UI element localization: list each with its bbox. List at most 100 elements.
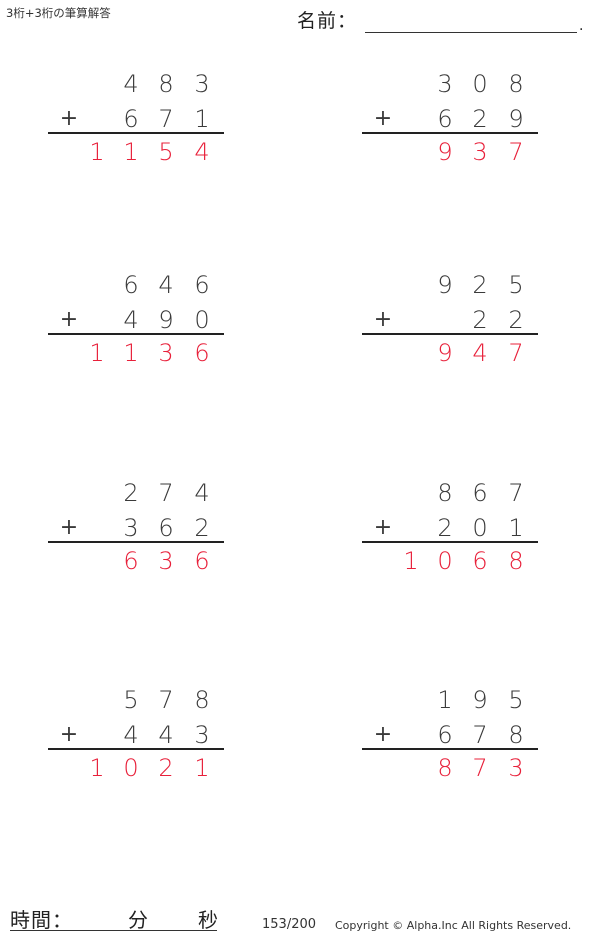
digit: 5 [508,271,524,299]
digit: 6 [472,479,488,507]
sum-rule [48,748,224,750]
digit: 4 [158,721,174,749]
name-input-line[interactable] [365,12,578,33]
digit: 5 [123,686,139,714]
answer-digit: 3 [472,138,488,166]
plus-operator: + [373,106,393,131]
digit: 6 [194,271,210,299]
sum-rule [48,333,224,335]
digit: 8 [508,721,524,749]
sum-rule [48,541,224,543]
answer-digit: 1 [89,138,105,166]
digit: 4 [123,306,139,334]
answer-digit: 3 [158,339,174,367]
plus-operator: + [59,515,79,540]
answer-digit: 6 [472,547,488,575]
plus-operator: + [59,307,79,332]
seconds-label: 秒 [198,908,218,932]
digit: 3 [437,70,453,98]
digit: 5 [508,686,524,714]
answer-digit: 0 [123,754,139,782]
sum-rule [48,132,224,134]
digit: 8 [158,70,174,98]
answer-digit: 6 [194,339,210,367]
worksheet-title: 3桁+3桁の筆算解答 [6,6,111,20]
digit: 4 [158,271,174,299]
time-field: 時間： 分 秒 [10,904,218,932]
digit: 0 [194,306,210,334]
answer-digit: 7 [472,754,488,782]
answer-digit: 1 [89,339,105,367]
digit: 2 [437,514,453,542]
digit: 2 [472,105,488,133]
answer-digit: 0 [437,547,453,575]
digit: 2 [194,514,210,542]
answer-digit: 5 [158,138,174,166]
answer-digit: 7 [508,339,524,367]
plus-operator: + [59,722,79,747]
digit: 0 [472,70,488,98]
name-label: 名前： [297,10,358,32]
sum-rule [362,748,538,750]
digit: 6 [437,721,453,749]
answer-digit: 1 [123,138,139,166]
digit: 7 [158,686,174,714]
answer-digit: 6 [123,547,139,575]
digit: 0 [472,514,488,542]
digit: 6 [437,105,453,133]
page-number: 153/200 [262,917,317,932]
digit: 1 [194,105,210,133]
digit: 9 [158,306,174,334]
digit: 7 [472,721,488,749]
digit: 7 [508,479,524,507]
sum-rule [362,541,538,543]
sum-rule [362,333,538,335]
answer-digit: 1 [403,547,419,575]
answer-digit: 1 [123,339,139,367]
answer-digit: 4 [194,138,210,166]
digit: 3 [123,514,139,542]
answer-digit: 8 [437,754,453,782]
minutes-label: 分 [128,908,148,932]
plus-operator: + [59,106,79,131]
digit: 8 [437,479,453,507]
time-label: 時間： [10,908,73,932]
digit: 4 [123,70,139,98]
sum-rule [362,132,538,134]
answer-digit: 2 [158,754,174,782]
answer-digit: 6 [194,547,210,575]
answer-digit: 3 [158,547,174,575]
digit: 2 [472,306,488,334]
plus-operator: + [373,722,393,747]
digit: 1 [437,686,453,714]
digit: 9 [437,271,453,299]
digit: 4 [123,721,139,749]
answer-digit: 8 [508,547,524,575]
digit: 8 [194,686,210,714]
digit: 3 [194,721,210,749]
name-end-mark: . [579,18,584,34]
